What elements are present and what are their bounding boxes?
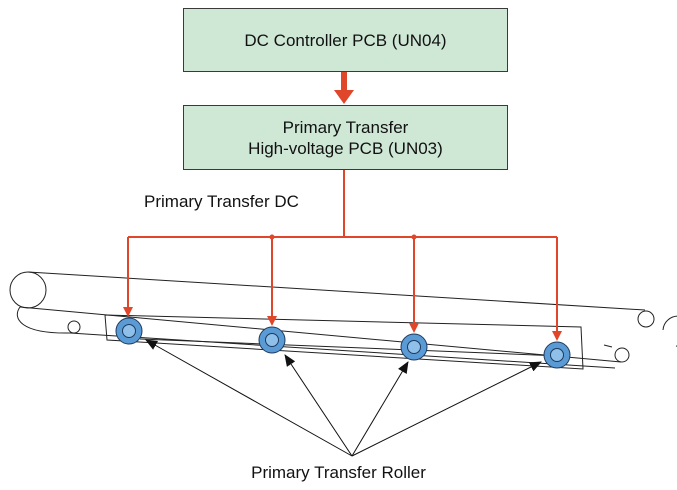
primary-transfer-hv-pcb: Primary Transfer High-voltage PCB (UN03) (183, 105, 508, 170)
primary-transfer-roller-label: Primary Transfer Roller (251, 463, 426, 482)
dc-controller-pcb-label: DC Controller PCB (UN04) (244, 30, 447, 50)
primary-transfer-roller-2 (258, 326, 286, 354)
primary-transfer-dc-label: Primary Transfer DC (144, 192, 299, 211)
hv-pcb-label-line2: High-voltage PCB (UN03) (248, 138, 443, 158)
roller-frame-inner-line (139, 338, 561, 357)
roller-frame (104, 314, 584, 370)
controller-to-hv-arrow (334, 72, 354, 104)
dc-controller-pcb: DC Controller PCB (UN04) (183, 8, 508, 72)
dc-wiring (123, 170, 562, 341)
junction-dot-1 (269, 234, 275, 240)
primary-transfer-roller-4 (543, 341, 571, 369)
primary-transfer-roller-3 (400, 333, 428, 361)
transfer-belt (9, 271, 677, 369)
junction-dot-2 (411, 234, 417, 240)
primary-transfer-roller-1 (115, 317, 143, 345)
hv-pcb-label-line1: Primary Transfer (282, 117, 409, 137)
roller-callout-arrows (145, 339, 542, 457)
